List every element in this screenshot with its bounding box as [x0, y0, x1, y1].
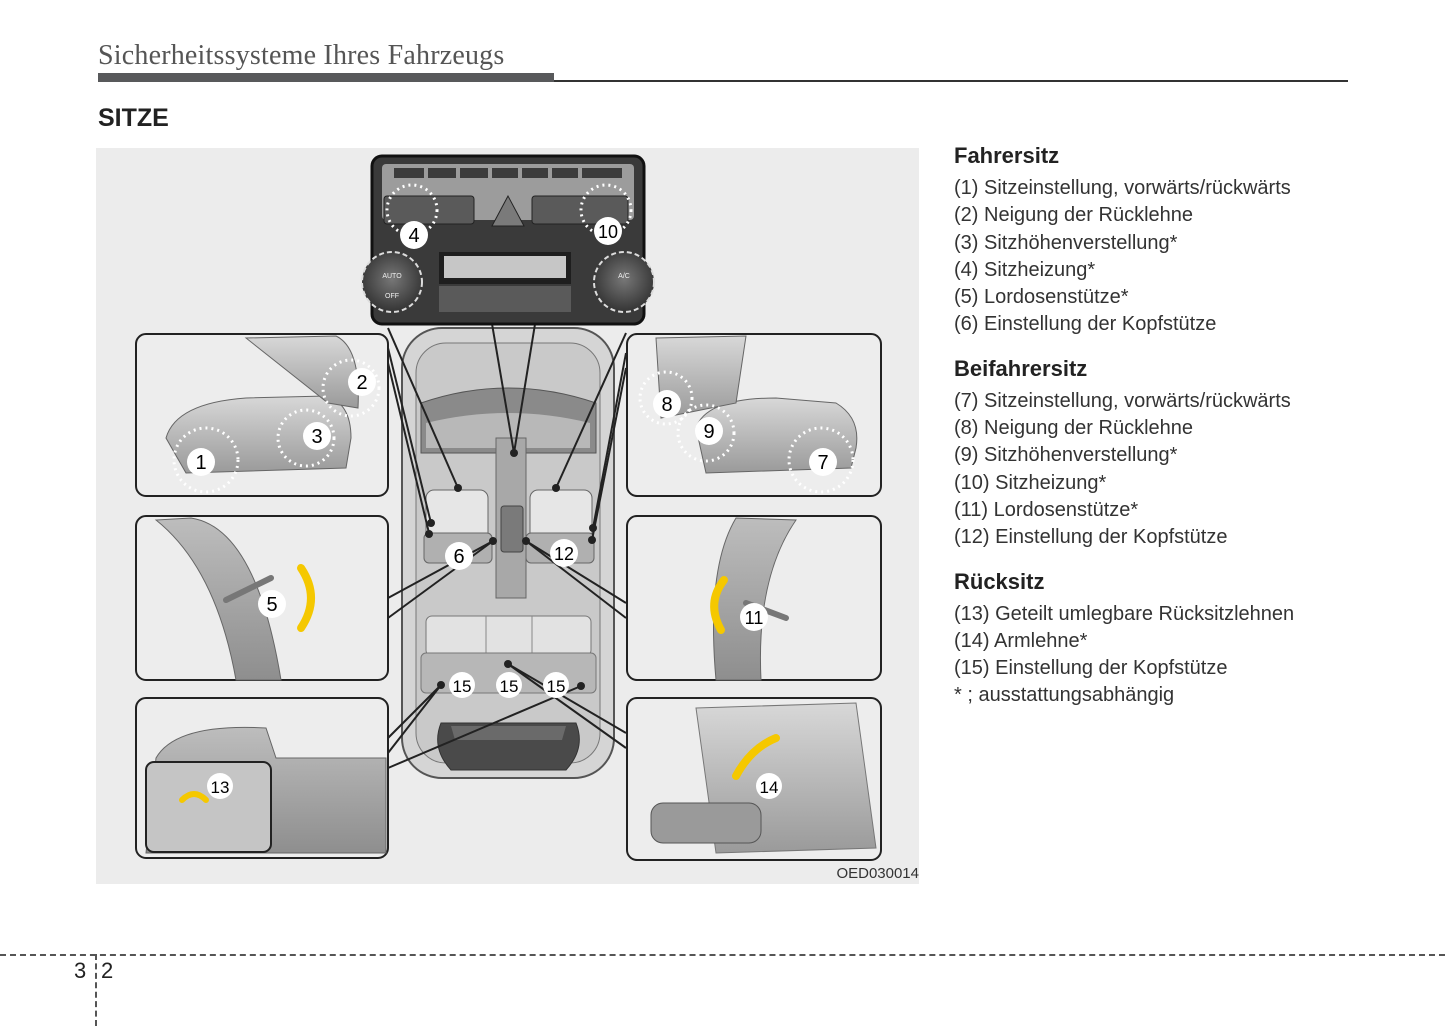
seat-legend: Fahrersitz (1) Sitzeinstellung, vorwärts…	[954, 142, 1414, 726]
seats-diagram: AUTO OFF A/C	[135, 154, 882, 861]
legend-heading: Beifahrersitz	[954, 355, 1088, 381]
callout-5: 5	[266, 594, 277, 616]
callout-8: 8	[661, 394, 672, 416]
legend-group-rear-seat: Rücksitz (13) Geteilt umlegbare Rücksitz…	[954, 568, 1414, 710]
legend-item: (15) Einstellung der Kopfstütze	[954, 657, 1228, 680]
callout-4: 4	[408, 225, 419, 247]
legend-item: (8) Neigung der Rücklehne	[954, 417, 1194, 440]
legend-item: (9) Sitzhöhenverstellung*	[954, 444, 1178, 467]
legend-item: (2) Neigung der Rücklehne	[954, 204, 1194, 227]
auto-label: AUTO	[382, 273, 402, 280]
header-accent-bar	[98, 73, 554, 82]
legend-item: (5) Lordosenstütze*	[954, 286, 1129, 309]
callout-14: 14	[760, 778, 779, 797]
car-top-view	[401, 327, 615, 779]
callout-15-left: 15	[453, 677, 472, 696]
legend-footnote: * ; ausstattungsabhängig	[954, 684, 1175, 707]
legend-item: (6) Einstellung der Kopfstütze	[954, 313, 1217, 336]
legend-group-driver-seat: Fahrersitz (1) Sitzeinstellung, vorwärts…	[954, 142, 1414, 339]
legend-item: (11) Lordosenstütze*	[954, 498, 1139, 521]
callout-3: 3	[311, 426, 322, 448]
legend-item: (13) Geteilt umlegbare Rücksitzlehnen	[954, 602, 1295, 625]
legend-item: (1) Sitzeinstellung, vorwärts/rückwärts	[954, 177, 1291, 199]
legend-item: (4) Sitzheizung*	[954, 258, 1096, 281]
legend-item: (3) Sitzhöhenverstellung*	[954, 231, 1178, 254]
leader-points	[425, 449, 597, 690]
legend-item: (10) Sitzheizung*	[954, 471, 1107, 494]
running-header-title: Sicherheitssysteme Ihres Fahrzeugs	[98, 40, 505, 71]
legend-item: (7) Sitzeinstellung, vorwärts/rückwärts	[954, 389, 1291, 412]
callout-13: 13	[211, 778, 230, 797]
legend-item: (14) Armlehne*	[954, 629, 1088, 652]
inset-passenger-lumbar	[626, 515, 882, 681]
footer-page-separator	[95, 954, 97, 1026]
callout-2: 2	[356, 372, 367, 394]
section-title: SITZE	[98, 104, 169, 132]
callout-9: 9	[703, 421, 714, 443]
legend-item: (12) Einstellung der Kopfstütze	[954, 526, 1228, 549]
callout-6: 6	[453, 546, 464, 568]
seats-illustration: AUTO OFF A/C	[96, 148, 919, 884]
footer-divider	[0, 954, 1445, 956]
callouts: 1 2 3 4 5 6 7 8 9 10 11 12 13 14 15 15 1…	[187, 217, 837, 799]
callout-12: 12	[554, 544, 574, 564]
callout-1: 1	[195, 452, 206, 474]
header-rule	[554, 80, 1348, 82]
leader-lines	[387, 317, 627, 769]
figure-code: OED030014	[836, 865, 919, 882]
callout-7: 7	[817, 452, 828, 474]
legend-heading: Fahrersitz	[954, 143, 1060, 168]
page-number: 2	[101, 958, 114, 983]
off-label: OFF	[385, 293, 399, 300]
inset-rear-armrest	[626, 697, 882, 861]
chapter-number: 3	[74, 958, 87, 983]
climate-control-panel: AUTO OFF A/C	[361, 154, 655, 326]
callout-15-center: 15	[500, 677, 519, 696]
callout-11: 11	[745, 608, 764, 628]
callout-10: 10	[598, 222, 618, 242]
ac-label: A/C	[618, 273, 630, 280]
legend-group-passenger-seat: Beifahrersitz (7) Sitzeinstellung, vorwä…	[954, 355, 1414, 552]
inset-rear-seatback	[135, 697, 389, 859]
callout-15-right: 15	[547, 677, 566, 696]
legend-heading: Rücksitz	[954, 568, 1045, 594]
inset-driver-seat	[135, 333, 389, 497]
